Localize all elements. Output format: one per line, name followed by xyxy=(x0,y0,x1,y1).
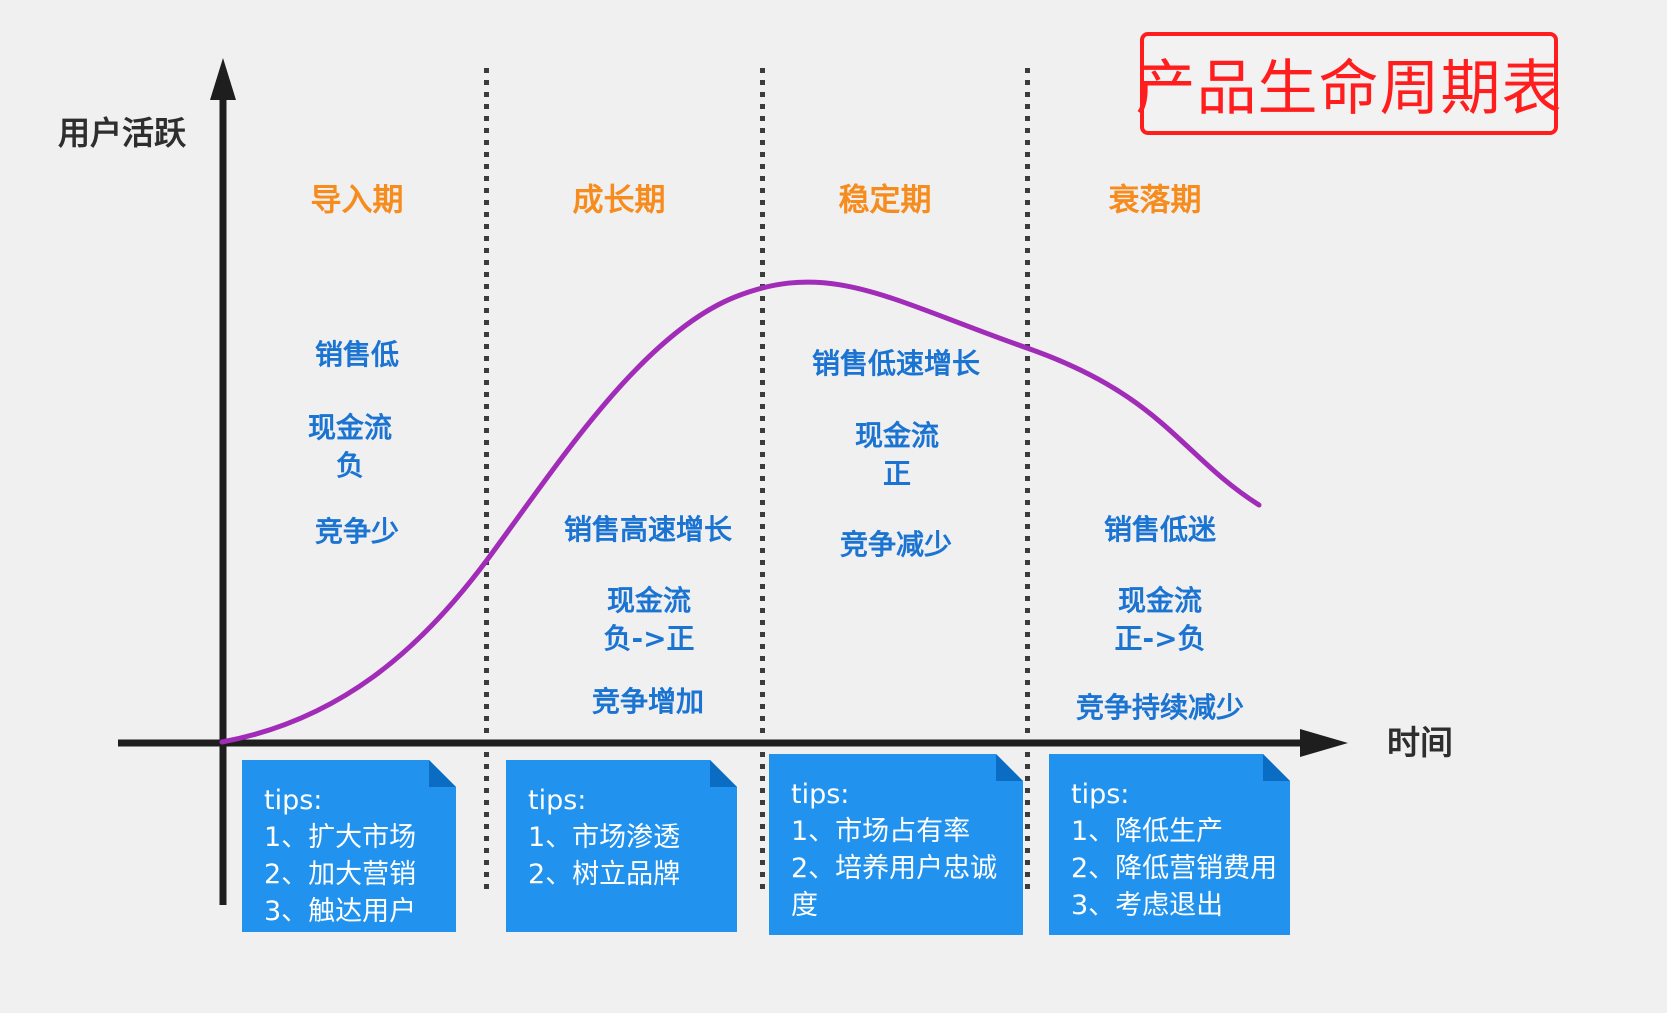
tips-header: tips: xyxy=(264,785,323,816)
tips-items: 1、降低生产 2、降低营销费用 3、考虑退出 xyxy=(1071,816,1278,921)
phase-label-decline: 衰落期 xyxy=(1108,182,1202,219)
note-sales: 销售低速增长 xyxy=(811,347,981,380)
tips-note-introduction: tips: 1、扩大市场 2、加大营销 3、触达用户 xyxy=(242,760,456,932)
x-axis-label: 时间 xyxy=(1387,723,1453,762)
note-cashflow: 现金流 负 xyxy=(307,411,393,482)
phase-divider-1 xyxy=(484,68,489,890)
phase-label-introduction: 导入期 xyxy=(310,182,404,219)
tips-header: tips: xyxy=(791,779,850,810)
tips-note-growth: tips: 1、市场渗透 2、树立品牌 xyxy=(506,760,737,932)
note-competition: 竞争持续减少 xyxy=(1075,691,1245,724)
phase-label-maturity: 稳定期 xyxy=(838,182,932,219)
tips-items: 1、扩大市场 2、加大营销 3、触达用户 xyxy=(264,822,417,927)
x-axis-arrow-icon xyxy=(1300,729,1348,757)
tips-note-decline: tips: 1、降低生产 2、降低营销费用 3、考虑退出 xyxy=(1049,754,1290,935)
note-sales: 销售高速增长 xyxy=(563,513,733,546)
phase-divider-3 xyxy=(1025,68,1030,890)
note-sales: 销售低 xyxy=(314,338,400,371)
note-competition: 竞争少 xyxy=(314,515,400,548)
page-title: 产品生命周期表 xyxy=(1135,54,1563,124)
y-axis-label: 用户活跃 xyxy=(57,114,187,152)
note-sales: 销售低迷 xyxy=(1103,513,1217,546)
tips-items: 1、市场渗透 2、树立品牌 xyxy=(528,822,681,890)
lifecycle-curve xyxy=(219,279,1262,745)
phase-label-growth: 成长期 xyxy=(572,182,666,219)
title-box: 产品生命周期表 xyxy=(1136,32,1562,135)
tips-header: tips: xyxy=(1071,779,1130,810)
tips-items: 1、市场占有率 2、培养用户忠诚度 xyxy=(791,816,998,921)
tips-header: tips: xyxy=(528,785,587,816)
note-cashflow: 现金流 正->负 xyxy=(1114,584,1206,655)
note-competition: 竞争增加 xyxy=(591,685,705,718)
tips-note-maturity: tips: 1、市场占有率 2、培养用户忠诚度 xyxy=(769,754,1023,935)
note-cashflow: 现金流 负->正 xyxy=(603,584,695,655)
note-cashflow: 现金流 正 xyxy=(854,419,940,490)
phase-divider-2 xyxy=(760,68,765,890)
note-competition: 竞争减少 xyxy=(839,528,953,561)
y-axis-arrow-icon xyxy=(210,58,236,100)
